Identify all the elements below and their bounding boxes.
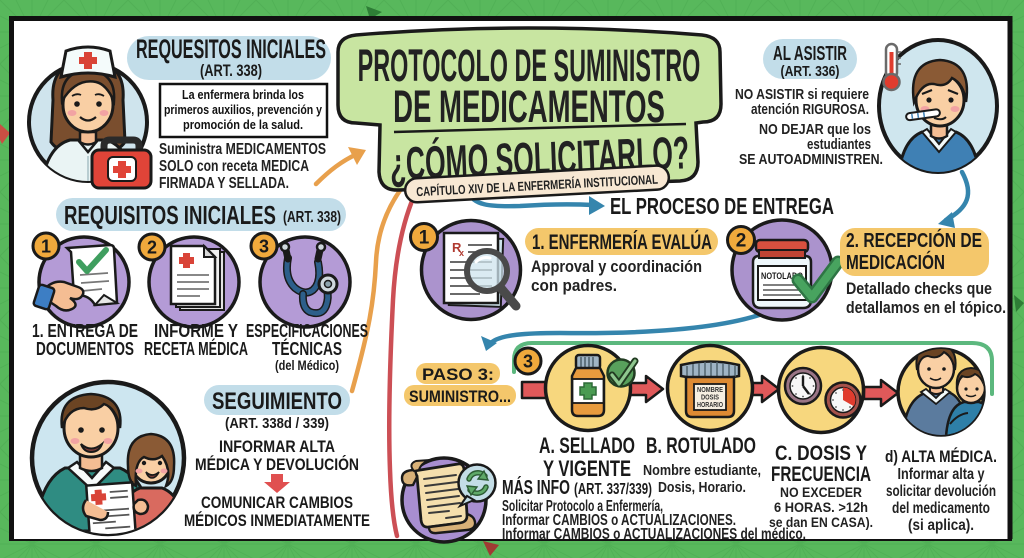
svg-text:detallamos en el tópico.: detallamos en el tópico. (846, 298, 1006, 317)
svg-text:NO DEJAR que los: NO DEJAR que los (759, 121, 871, 138)
svg-text:DE MEDICAMENTOS: DE MEDICAMENTOS (393, 81, 665, 132)
svg-text:2: 2 (736, 231, 747, 252)
svg-text:ESPECIFICACIONES: ESPECIFICACIONES (246, 321, 368, 341)
svg-text:DOCUMENTOS: DOCUMENTOS (36, 339, 134, 359)
svg-text:PROTOCOLO DE SUMINISTRO: PROTOCOLO DE SUMINISTRO (358, 41, 701, 91)
svg-text:MÁS INFO: MÁS INFO (502, 476, 570, 499)
svg-text:SOLO con receta MEDICA: SOLO con receta MEDICA (159, 158, 309, 175)
svg-text:1: 1 (41, 237, 51, 257)
svg-text:La enfermera brinda los: La enfermera brinda los (182, 87, 304, 102)
svg-text:INFORME Y: INFORME Y (154, 321, 238, 341)
svg-text:2: 2 (147, 238, 157, 258)
svg-text:RECETA MÉDICA: RECETA MÉDICA (144, 338, 248, 359)
svg-text:(si aplica).: (si aplica). (908, 517, 974, 534)
svg-text:Solicitar Protocolo a Enfermer: Solicitar Protocolo a Enfermería, (502, 498, 663, 515)
svg-text:INFORMAR ALTA: INFORMAR ALTA (219, 437, 335, 456)
svg-text:FRECUENCIA: FRECUENCIA (771, 463, 871, 486)
svg-text:NOMBRE: NOMBRE (697, 387, 723, 394)
svg-text:PASO 3:: PASO 3: (422, 365, 494, 384)
svg-text:3: 3 (523, 352, 533, 372)
svg-text:3: 3 (259, 237, 269, 257)
svg-text:MÉDICA Y DEVOLUCIÓN: MÉDICA Y DEVOLUCIÓN (195, 455, 359, 474)
svg-text:COMUNICAR CAMBIOS: COMUNICAR CAMBIOS (201, 493, 353, 512)
svg-text:Nombre estudiante,: Nombre estudiante, (643, 462, 761, 479)
svg-text:NO ASISTIR si requiere: NO ASISTIR si requiere (735, 86, 869, 103)
svg-text:FIRMADA Y SELLADA.: FIRMADA Y SELLADA. (159, 175, 289, 192)
svg-text:MEDICACIÓN: MEDICACIÓN (846, 250, 945, 274)
svg-text:(del Médico): (del Médico) (275, 357, 339, 373)
svg-text:Detallado checks que: Detallado checks que (846, 279, 992, 298)
svg-text:B. ROTULADO: B. ROTULADO (646, 433, 756, 458)
svg-text:promoción de la salud.: promoción de la salud. (183, 117, 303, 132)
svg-text:del medicamento: del medicamento (892, 500, 990, 517)
svg-text:C. DOSIS Y: C. DOSIS Y (775, 442, 867, 465)
svg-text:solicitar devolución: solicitar devolución (886, 483, 996, 500)
svg-text:Dosis, Horario.: Dosis, Horario. (658, 479, 746, 496)
svg-text:atención RIGUROSA.: atención RIGUROSA. (751, 101, 869, 118)
svg-text:se dan EN CASA).: se dan EN CASA). (769, 514, 873, 530)
svg-text:R: R (452, 240, 462, 255)
svg-text:EL PROCESO DE ENTREGA: EL PROCESO DE ENTREGA (610, 193, 834, 219)
svg-text:(ART. 338d / 339): (ART. 338d / 339) (225, 415, 329, 432)
svg-text:Y VIGENTE: Y VIGENTE (543, 456, 631, 481)
svg-text:1: 1 (419, 228, 430, 249)
svg-text:1. ENTREGA DE: 1. ENTREGA DE (32, 321, 138, 341)
svg-text:HORARIO: HORARIO (697, 402, 723, 409)
svg-text:SE AUTOADMINISTREN.: SE AUTOADMINISTREN. (739, 151, 883, 168)
svg-text:AL ASISTIR: AL ASISTIR (773, 43, 847, 65)
svg-text:1. ENFERMERÍA EVALÚA: 1. ENFERMERÍA EVALÚA (532, 230, 712, 254)
svg-text:(ART. 337/339): (ART. 337/339) (574, 481, 652, 498)
svg-text:SEGUIMIENTO: SEGUIMIENTO (212, 388, 342, 415)
svg-text:NO EXCEDER: NO EXCEDER (780, 484, 862, 500)
svg-text:(ART. 338): (ART. 338) (283, 209, 341, 226)
svg-text:x: x (459, 248, 464, 258)
svg-text:d) ALTA MÉDICA.: d) ALTA MÉDICA. (885, 447, 997, 466)
svg-text:Approval y coordinación: Approval y coordinación (531, 257, 702, 276)
svg-text:A. SELLADO: A. SELLADO (539, 433, 635, 458)
svg-text:MÉDICOS INMEDIATAMENTE: MÉDICOS INMEDIATAMENTE (184, 511, 370, 530)
svg-text:6 HORAS. >12h: 6 HORAS. >12h (774, 499, 868, 515)
svg-text:2. RECEPCIÓN DE: 2. RECEPCIÓN DE (846, 228, 982, 252)
svg-text:TÉCNICAS: TÉCNICAS (272, 338, 342, 359)
svg-text:REQUESITOS INICIALES: REQUESITOS INICIALES (136, 34, 326, 64)
svg-text:SUMINISTRO...: SUMINISTRO... (409, 387, 511, 406)
svg-text:REQUISITOS INICIALES: REQUISITOS INICIALES (64, 200, 276, 230)
svg-text:DOSIS: DOSIS (701, 395, 719, 402)
svg-text:estudiantes: estudiantes (807, 136, 871, 153)
svg-text:Informar alta y: Informar alta y (898, 466, 985, 483)
svg-text:Suministra MEDICAMENTOS: Suministra MEDICAMENTOS (159, 141, 326, 158)
svg-text:Informar CAMBIOS o ACTUALIZACI: Informar CAMBIOS o ACTUALIZACIONES. (502, 512, 736, 529)
svg-text:Informar CAMBIOS o ACTUALIZACI: Informar CAMBIOS o ACTUALIZACIONES del m… (502, 526, 806, 543)
svg-text:(ART. 336): (ART. 336) (781, 63, 840, 80)
svg-text:con padres.: con padres. (531, 276, 617, 295)
svg-text:NOTOLADO: NOTOLADO (761, 271, 803, 282)
svg-text:primeros auxilios, prevención: primeros auxilios, prevención y (164, 102, 323, 117)
svg-text:(ART. 338): (ART. 338) (200, 61, 262, 80)
